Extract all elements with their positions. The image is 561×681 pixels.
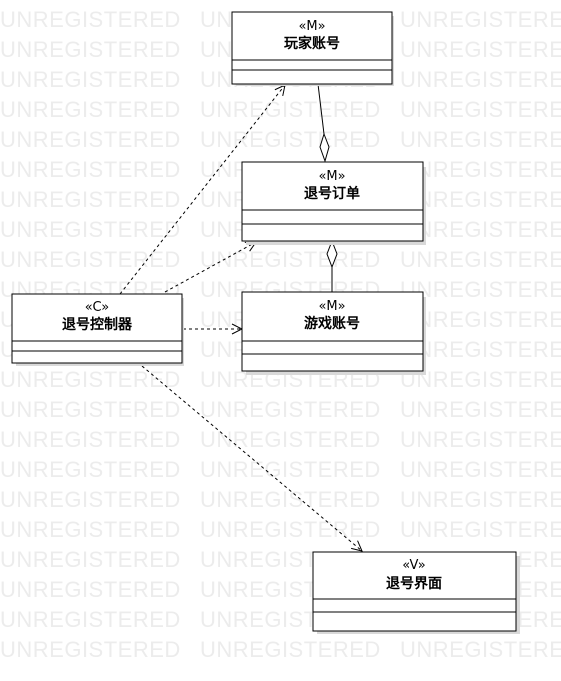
aggregation-line-player-order [317,83,325,135]
watermark-text: UNREGISTERED [0,247,181,272]
watermark-text: UNREGISTERED [400,187,561,212]
class-refund-view[interactable]: «V» 退号界面 [312,551,520,634]
aggregation-diamond-order [319,132,330,163]
watermark-text: UNREGISTERED [400,127,561,152]
watermark-text: UNREGISTERED [400,7,561,32]
watermark-text: UNREGISTERED [0,127,181,152]
watermark-text: UNREGISTERED [0,187,181,212]
watermark-text: UNREGISTERED [400,337,561,362]
watermark-text: UNREGISTERED [400,67,561,92]
class-game-account[interactable]: «M» 游戏账号 [241,291,426,375]
class-refund-controller[interactable]: «C» 退号控制器 [11,293,184,366]
watermark-text: UNREGISTERED [400,457,561,482]
watermark-text: UNREGISTERED [400,307,561,332]
watermark-text: UNREGISTERED [400,97,561,122]
watermark-text: UNREGISTERED [0,217,181,242]
watermark-text: UNREGISTERED [400,37,561,62]
stereotype-refund-view: «V» [402,558,425,573]
watermark-text: UNREGISTERED [400,157,561,182]
watermark-text: UNREGISTERED [0,517,181,542]
watermark-text: UNREGISTERED [400,637,561,662]
dependency-controller-player [119,85,285,295]
watermark-text: UNREGISTERED [0,67,181,92]
watermark-text: UNREGISTERED [400,487,561,512]
watermark-text: UNREGISTERED [0,7,181,32]
watermark-text: UNREGISTERED [0,487,181,512]
watermark-text: UNREGISTERED [200,517,381,542]
watermark-text: UNREGISTERED [0,607,181,632]
watermark-text: UNREGISTERED [400,427,561,452]
stereotype-player-account: «M» [298,19,325,34]
watermark-text: UNREGISTERED [400,367,561,392]
watermark-text: UNREGISTERED [200,427,381,452]
watermark-text: UNREGISTERED [0,427,181,452]
class-refund-order[interactable]: «M» 退号订单 [241,161,426,245]
watermark-text: UNREGISTERED [0,457,181,482]
watermark-text: UNREGISTERED [0,577,181,602]
watermark-text: UNREGISTERED [400,217,561,242]
class-player-account[interactable]: «M» 玩家账号 [231,11,394,86]
stereotype-refund-order: «M» [318,169,345,184]
relationships [119,83,362,551]
stereotype-game-account: «M» [318,299,345,314]
watermark-text: UNREGISTERED [200,247,381,272]
watermark-text: UNREGISTERED [200,457,381,482]
class-name-game-account: 游戏账号 [304,315,360,332]
stereotype-refund-controller: «C» [85,300,110,315]
watermark-text: UNREGISTERED [200,397,381,422]
watermark-text: UNREGISTERED [0,157,181,182]
watermark-text: UNREGISTERED [0,397,181,422]
watermark-text: UNREGISTERED [200,127,381,152]
watermark-text: UNREGISTERED [400,517,561,542]
class-name-refund-view: 退号界面 [386,576,442,592]
watermark-text: UNREGISTERED [0,637,181,662]
watermark-text: UNREGISTERED [400,277,561,302]
watermark-text: UNREGISTERED [0,37,181,62]
watermark-text: UNREGISTERED [200,637,381,662]
watermark-text: UNREGISTERED [400,397,561,422]
watermark-text: UNREGISTERED [0,97,181,122]
watermark-text: UNREGISTERED [400,247,561,272]
watermark-text: UNREGISTERED [0,367,181,392]
class-name-player-account: 玩家账号 [284,35,340,52]
class-name-refund-controller: 退号控制器 [62,316,133,333]
dependency-controller-order [164,242,256,293]
class-name-refund-order: 退号订单 [304,185,360,202]
watermark-text: UNREGISTERED [0,547,181,572]
watermark-text: UNREGISTERED [200,97,381,122]
